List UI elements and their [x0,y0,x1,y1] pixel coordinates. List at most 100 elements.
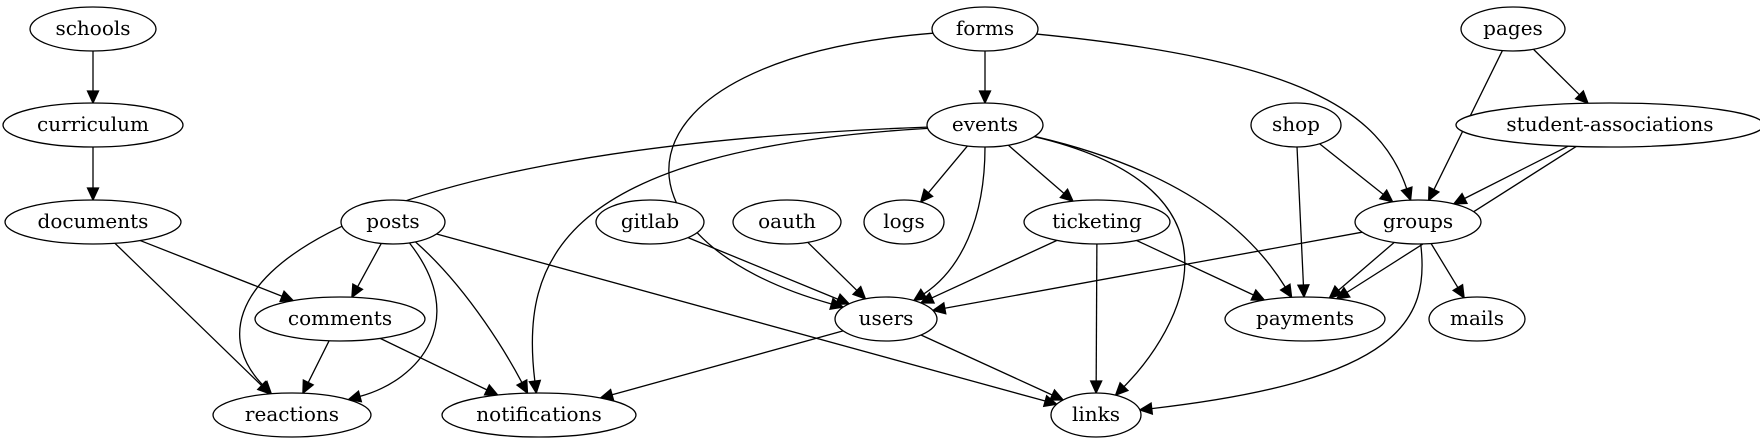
node-label: student-associations [1506,112,1713,136]
edge-line [359,242,438,398]
edge-line [239,126,928,386]
node-oauth: oauth [732,199,842,245]
node-ellipse [1455,102,1760,148]
arrowhead [483,383,500,396]
node-documents: documents [4,199,182,245]
edge-line [1338,241,1395,291]
node-label: pages [1483,16,1543,40]
node-label: forms [956,16,1014,40]
arrowhead [257,380,273,395]
node-student-associations: student-associations [1455,102,1760,148]
arrowhead [515,378,529,395]
node-ellipse [1224,296,1386,342]
arrowhead [1114,381,1130,397]
node-posts: posts [340,199,446,245]
node-pages: pages [1460,6,1566,52]
node-label: documents [38,209,149,233]
node-gitlab: gitlab [595,199,705,245]
arrowhead [1138,402,1154,415]
edge-line [436,233,1046,402]
edge-ticketing-to-links [1089,243,1103,395]
node-label: comments [288,306,392,330]
node-groups: groups [1354,199,1482,245]
node-notifications: notifications [441,392,637,438]
edge-events-to-reactions [239,126,928,395]
edge-groups-to-payments [1328,241,1395,300]
edge-posts-to-links [436,233,1059,408]
node-ticketing: ticketing [1023,199,1171,245]
node-ellipse [732,199,842,245]
node-label: schools [55,16,130,40]
edge-shop-to-payments [1296,146,1310,299]
arrowhead [279,289,295,303]
node-label: shop [1272,112,1320,136]
edge-posts-to-notifications [415,241,529,395]
node-reactions: reactions [212,392,372,438]
edge-users-to-links [920,334,1065,401]
edge-events-to-links [1034,136,1186,397]
node-ellipse [926,102,1044,148]
edge-line [1296,146,1305,286]
edge-line [531,127,928,382]
node-ellipse [4,199,182,245]
edge-line [357,243,382,287]
node-label: notifications [476,402,601,426]
node-label: payments [1256,306,1354,330]
edge-forms-to-users [668,32,934,311]
edge-posts-to-reactions [346,242,438,403]
edge-events-to-notifications [528,127,928,395]
node-label: mails [1450,306,1504,330]
node-logs: logs [863,199,945,245]
node-forms: forms [931,6,1039,52]
arrowhead [1574,89,1590,105]
edge-comments-to-notifications [379,337,500,396]
arrowhead [1378,188,1394,203]
node-label: logs [883,209,925,233]
edge-ticketing-to-payments [1136,239,1266,301]
node-payments: payments [1224,296,1386,342]
arrowhead [1328,284,1344,300]
edge-forms-to-groups [1036,33,1413,202]
edge-events-to-users [912,146,986,302]
arrowhead [1279,283,1293,299]
edge-line [1319,143,1384,195]
edge-pages-to-student-associations [1532,48,1590,105]
node-ellipse [1023,199,1171,245]
arrowhead [1089,380,1103,395]
edge-line [307,340,330,383]
edge-users-to-notifications [598,330,844,401]
arrowhead [86,187,100,202]
edge-line [1151,243,1423,410]
node-ellipse [1354,199,1482,245]
arrowhead [86,90,100,105]
node-ellipse [863,199,945,245]
arrowhead [919,291,936,304]
node-ellipse [1460,6,1566,52]
arrowhead [931,301,947,315]
edge-curriculum-to-documents [86,147,100,202]
edge-line [1532,48,1580,96]
node-label: reactions [245,402,339,426]
edge-line [1430,243,1459,288]
arrowhead [1059,188,1075,203]
arrowhead [1427,186,1441,202]
arrowhead [1452,192,1469,205]
node-users: users [834,296,938,342]
edge-line [927,145,968,194]
edge-documents-to-comments [140,239,295,303]
arrowhead [851,285,867,300]
edge-line [1036,33,1408,189]
arrowhead [919,188,934,204]
arrowhead [346,389,363,403]
node-ellipse [212,392,372,438]
edge-forms-to-events [978,51,992,105]
node-label: events [952,112,1018,136]
edge-comments-to-reactions [302,340,330,395]
edge-line [944,231,1363,309]
arrowhead [528,379,542,395]
node-ellipse [1050,392,1142,438]
edge-line [1136,239,1254,296]
node-label: posts [366,209,419,233]
